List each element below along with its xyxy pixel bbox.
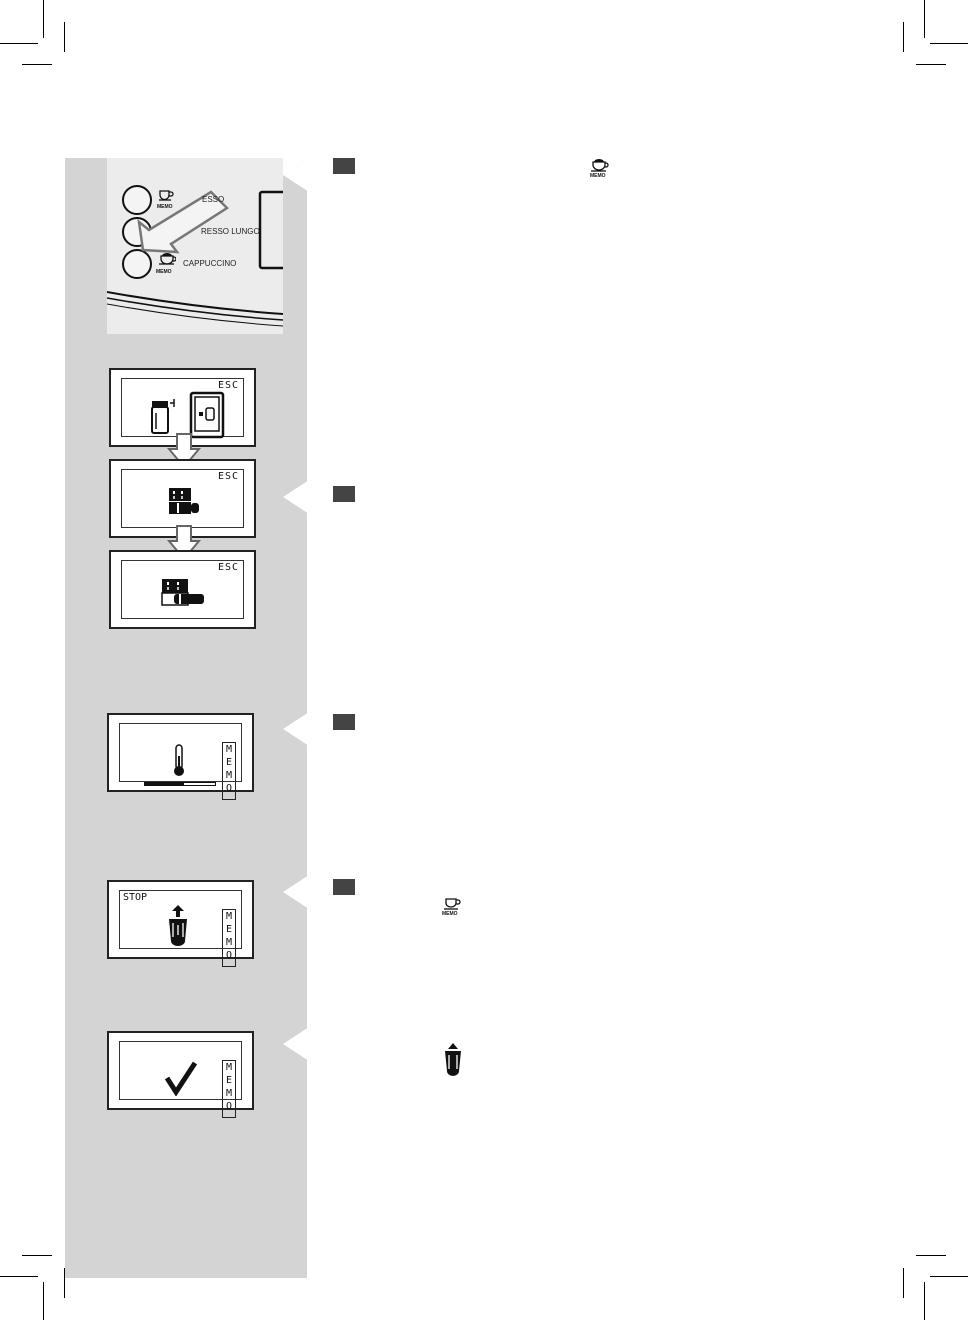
cappuccino-memo-icon: MEMO — [589, 156, 609, 182]
memo-letter: M — [225, 1062, 233, 1073]
memo-letter: E — [225, 924, 233, 935]
step-notch — [283, 712, 309, 746]
machine-dispenser-icon — [189, 391, 225, 439]
memo-letter: M — [225, 1088, 233, 1099]
cup-icon — [159, 190, 174, 201]
memo-label: MEMO — [156, 269, 172, 275]
esc-label: ESC — [217, 380, 239, 391]
heating-progress-fill — [145, 783, 184, 785]
milk-jug-icon — [445, 1043, 461, 1076]
memo-letter: M — [225, 770, 233, 781]
cappuccino-icon — [591, 159, 609, 172]
cappuccino-label: CAPPUCCINO — [183, 259, 237, 268]
esc-label: ESC — [217, 471, 239, 482]
memo-letter: E — [225, 757, 233, 768]
milk-dispense-filling-icon — [161, 579, 204, 606]
memo-letter: M — [225, 744, 233, 755]
panel-drawing — [107, 185, 283, 327]
step-marker — [333, 714, 355, 730]
memo-label: MEMO — [442, 911, 458, 917]
memo-letter: O — [225, 950, 233, 961]
step-marker — [333, 158, 355, 174]
memo-letter: E — [225, 1075, 233, 1086]
cup-memo-icon: MEMO — [442, 896, 464, 922]
heating-progress-bar — [144, 782, 216, 786]
control-panel-illustration: MEMO ESSO RESSO LUNGO MEMO CAPPUCCINO — [107, 158, 283, 334]
cup-icon — [444, 898, 461, 910]
step-notch — [283, 1027, 309, 1061]
milk-jug-icon — [151, 399, 175, 434]
cappuccino-icon — [159, 253, 176, 265]
esc-label: ESC — [217, 562, 239, 573]
espresso-lungo-label: RESSO LUNGO — [201, 227, 260, 236]
step-notch — [283, 158, 309, 192]
memo-letter: M — [225, 911, 233, 922]
press-arrow-icon — [137, 190, 229, 254]
checkmark-icon — [164, 1061, 198, 1096]
step-notch — [283, 480, 309, 514]
milk-jug-stop-icon — [169, 905, 187, 946]
memo-label: MEMO — [590, 173, 606, 179]
lcd-display-milk-filling: ESC — [109, 550, 256, 629]
step-notch — [283, 875, 309, 909]
step-marker — [333, 879, 355, 895]
memo-letter: O — [225, 783, 233, 794]
espresso-label: ESSO — [202, 195, 225, 204]
step-marker — [333, 486, 355, 502]
milk-dispense-icon — [169, 488, 199, 514]
memo-label: MEMO — [157, 204, 173, 210]
thermometer-icon — [174, 744, 184, 776]
down-arrow-icon — [167, 433, 201, 469]
memo-letter: M — [225, 937, 233, 948]
memo-letter: O — [225, 1101, 233, 1112]
stop-label: STOP — [123, 892, 148, 903]
